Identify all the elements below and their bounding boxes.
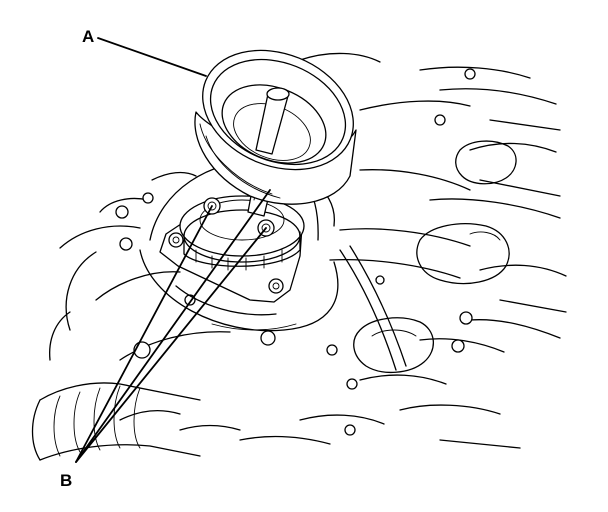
pulley (194, 49, 357, 205)
callout-a: A (82, 27, 207, 77)
callout-b: B (60, 189, 271, 490)
callout-b-leader-1 (75, 205, 213, 463)
callout-a-label: A (82, 27, 94, 46)
callout-b-leader-2 (75, 227, 267, 463)
engine-background-outline (31, 52, 567, 461)
callout-b-label: B (60, 471, 72, 490)
callout-a-leader (97, 37, 207, 77)
callout-b-leader-3 (75, 189, 271, 463)
